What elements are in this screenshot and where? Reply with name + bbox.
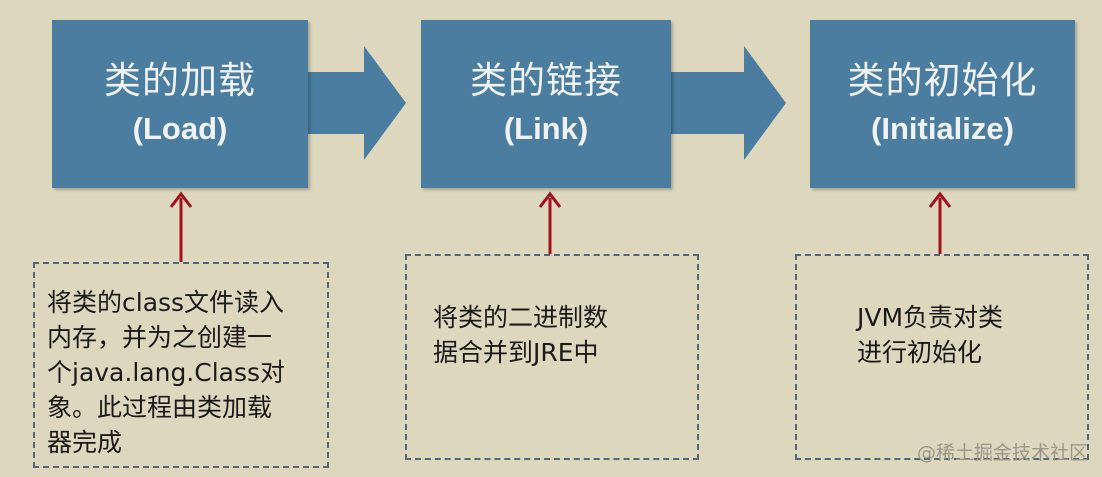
stage-init-title: 类的初始化: [847, 59, 1038, 102]
connector-arrow-init: [928, 191, 952, 254]
note-init-box: JVM负责对类 进行初始化: [795, 254, 1089, 460]
watermark: @稀土掘金技术社区: [916, 442, 1088, 464]
stage-init-subtitle: (Initialize): [871, 111, 1014, 146]
note-load-text: 将类的class文件读入 内存，并为之创建一 个java.lang.Class对…: [47, 288, 286, 457]
connector-arrow-load: [169, 191, 193, 262]
flow-arrow-link-to-init: [671, 46, 786, 160]
stage-load-subtitle: (Load): [132, 111, 228, 146]
note-link-box: 将类的二进制数 据合并到JRE中: [405, 254, 699, 460]
stage-load-title: 类的加载: [104, 59, 256, 102]
flow-arrow-load-to-link: [308, 46, 406, 160]
stage-link-subtitle: (Link): [503, 111, 589, 146]
stage-link-box: 类的链接 (Link): [421, 20, 671, 188]
stage-link-title: 类的链接: [470, 59, 622, 102]
note-init-text: JVM负责对类 进行初始化: [857, 303, 1004, 367]
note-load-box: 将类的class文件读入 内存，并为之创建一 个java.lang.Class对…: [33, 262, 329, 468]
stage-load-box: 类的加载 (Load): [52, 20, 308, 188]
note-link-text: 将类的二进制数 据合并到JRE中: [433, 303, 609, 367]
connector-arrow-link: [538, 191, 562, 254]
stage-init-box: 类的初始化 (Initialize): [810, 20, 1075, 188]
